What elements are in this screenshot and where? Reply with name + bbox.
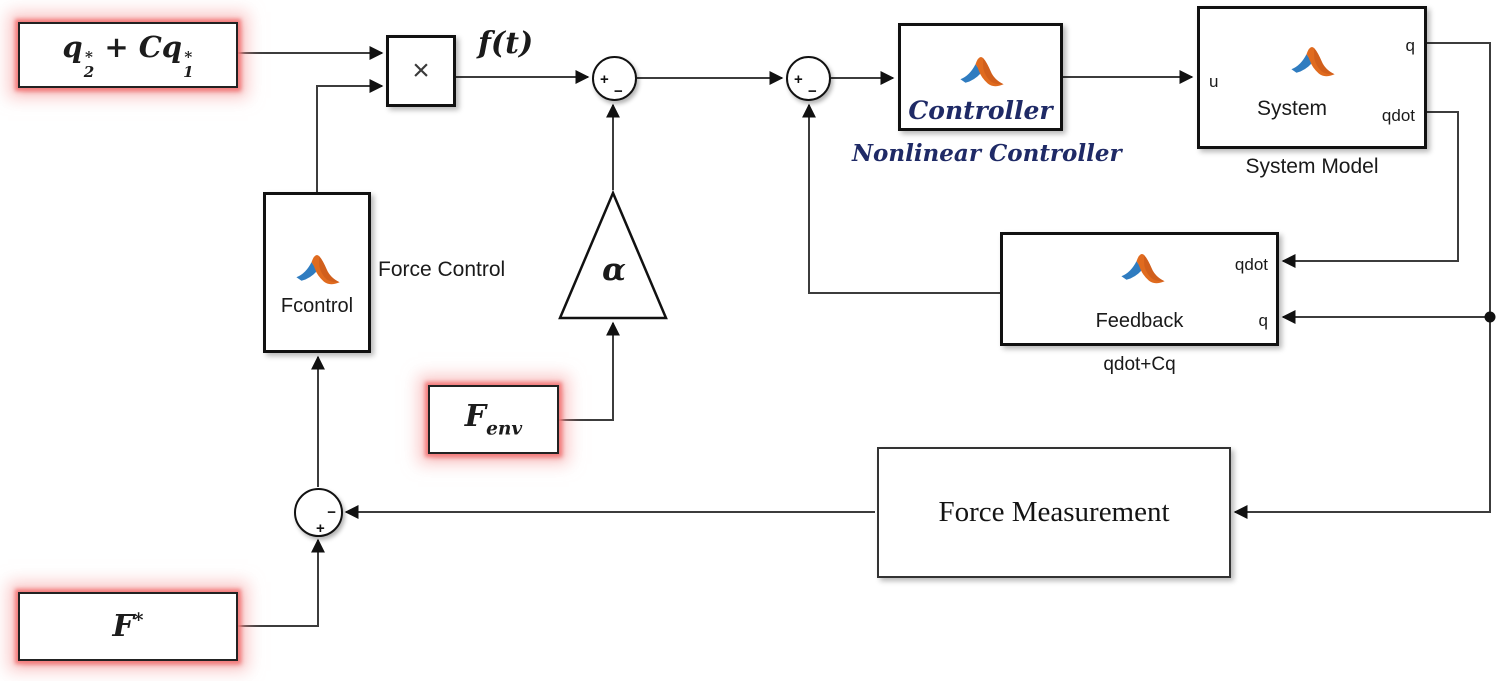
sum-junction-2[interactable]: + − [786, 56, 831, 101]
wire-feedback-to-sum2 [802, 103, 1000, 294]
system-port-u: u [1209, 72, 1219, 91]
wire-fstar-to-sum3 [237, 538, 325, 627]
gain-alpha-triangle[interactable] [558, 189, 668, 320]
fcontrol-caption: Force Control [378, 258, 506, 281]
multiply-icon: × [412, 54, 430, 87]
matlab-logo-icon [1290, 43, 1336, 81]
sum-junction-3[interactable]: − + [294, 488, 343, 537]
system-caption: System Model [1245, 155, 1379, 178]
fenv-block[interactable]: Fenv [428, 385, 559, 454]
matlab-logo-icon [295, 251, 341, 289]
feedback-block[interactable]: qdot q Feedback [1000, 232, 1279, 346]
force-measurement-block[interactable]: Force Measurement [877, 447, 1231, 578]
system-port-qdot: qdot [1381, 106, 1415, 125]
fcontrol-block[interactable]: Fcontrol [263, 192, 371, 353]
sum2-plus-sign: + [794, 71, 803, 88]
wire-system-qdot-to-feedback [1281, 111, 1459, 268]
system-block-name: System [1256, 97, 1327, 120]
wire-fcontrol-to-product [316, 79, 384, 192]
sum2-minus-sign: − [808, 83, 817, 100]
reference-input-label: q*2 + Cq*1 [62, 29, 194, 82]
sum1-plus-sign: + [600, 71, 609, 88]
controller-block-name: Controller [908, 96, 1053, 125]
matlab-logo-icon [959, 53, 1005, 91]
matlab-logo-icon [1120, 250, 1166, 288]
fstar-block[interactable]: F* [18, 592, 238, 661]
feedback-port-q: q [1258, 311, 1268, 330]
controller-caption: Nonlinear Controller [852, 140, 1122, 167]
controller-block[interactable]: Controller [898, 23, 1063, 131]
sum-junction-1[interactable]: + − [592, 56, 637, 101]
wire-system-q-to-force-measurement [1233, 42, 1491, 519]
system-port-q: q [1405, 36, 1415, 55]
wire-fenv-to-gain [558, 321, 620, 421]
feedback-port-qdot: qdot [1234, 255, 1268, 274]
fstar-label: F* [112, 609, 144, 644]
fcontrol-block-name: Fcontrol [280, 295, 354, 317]
force-measurement-label: Force Measurement [938, 496, 1170, 528]
junction-dot [1484, 311, 1496, 323]
sum1-minus-sign: − [614, 83, 623, 100]
feedback-block-name: Feedback [1095, 310, 1184, 332]
reference-input-block[interactable]: q*2 + Cq*1 [18, 22, 238, 88]
signal-ft-label: f(t) [478, 26, 534, 61]
feedback-caption: qdot+Cq [1103, 354, 1176, 375]
system-block[interactable]: u q qdot System [1197, 6, 1427, 149]
gain-alpha-label: α [602, 252, 626, 288]
sum3-minus-sign: − [327, 504, 336, 521]
fenv-label: Fenv [464, 399, 523, 440]
sum3-plus-sign: + [316, 520, 325, 537]
product-block[interactable]: × [386, 35, 456, 107]
